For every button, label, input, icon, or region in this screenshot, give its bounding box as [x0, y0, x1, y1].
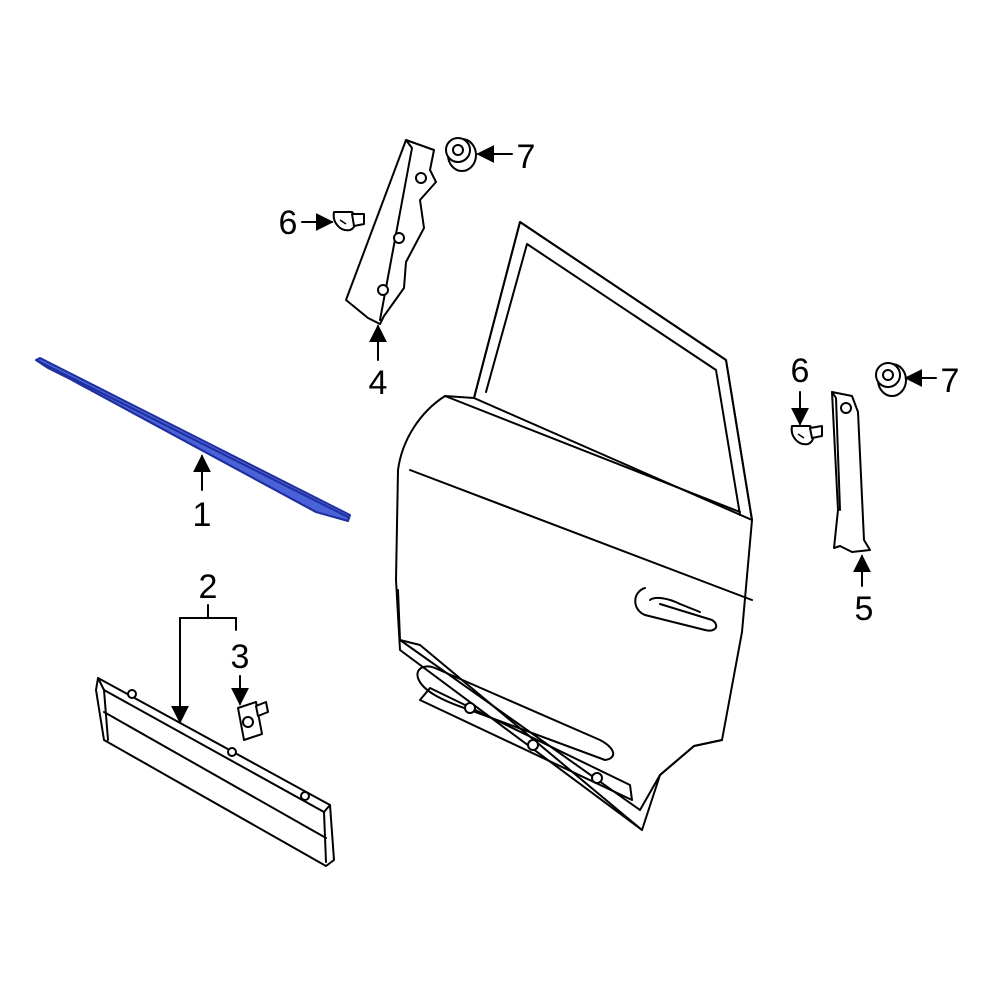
callout-2: 2 [199, 568, 218, 606]
callout-5: 5 [855, 590, 874, 628]
callout-6b: 6 [791, 352, 810, 390]
callout-7b: 7 [941, 362, 960, 400]
grommet-7-upper [445, 137, 477, 172]
screw-6-left [332, 211, 365, 232]
moulding-clip [237, 701, 269, 741]
lower-door-moulding [95, 677, 335, 867]
callout-6a: 6 [279, 204, 298, 242]
door-shell [395, 221, 753, 831]
rear-frame-applique [831, 391, 871, 553]
mounting-hole [527, 739, 539, 751]
door-lower-edge [397, 589, 723, 811]
callout-3: 3 [231, 638, 250, 676]
grommet-7-lower [875, 362, 907, 397]
belt-weatherstrip-edge [35, 359, 351, 519]
front-frame-applique [345, 139, 437, 325]
callout-1: 1 [193, 496, 212, 534]
callout-4: 4 [369, 364, 388, 402]
door-bottom-step [399, 639, 643, 831]
belt-weatherstrip [35, 357, 351, 522]
window-frame-inner [485, 243, 741, 516]
door-lower-recess [416, 665, 633, 801]
body-crease-line [409, 469, 753, 601]
window-sill [473, 397, 753, 521]
mounting-hole [464, 702, 476, 714]
door-outline [395, 221, 753, 831]
door-handle [634, 587, 718, 632]
window-frame-outer [473, 221, 753, 521]
mounting-hole [591, 772, 603, 784]
leader-lines [171, 145, 937, 724]
screw-6-right [790, 425, 823, 446]
callout-7a: 7 [517, 138, 536, 176]
callout-labels: 1 2 3 4 5 6 6 7 7 [193, 138, 960, 676]
